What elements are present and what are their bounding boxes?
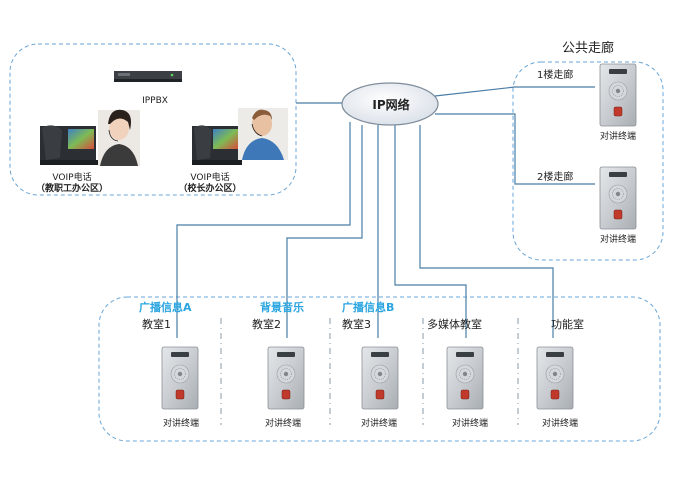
person-photo-2 — [238, 108, 288, 160]
room-2-broadcast: 背景音乐 — [260, 300, 304, 314]
wires — [176, 86, 595, 338]
room-5-name: 功能室 — [551, 317, 584, 331]
room-4-terminal-label: 对讲终端 — [452, 417, 488, 429]
voip-phone-2 — [192, 125, 242, 165]
room-1-terminal-label: 对讲终端 — [163, 417, 199, 429]
room-4-name: 多媒体教室 — [427, 317, 482, 331]
wire-corridor-2 — [435, 113, 595, 185]
wire-room-2 — [286, 125, 363, 338]
room-1-broadcast: 广播信息A — [139, 300, 192, 314]
room-separators — [220, 318, 519, 425]
room-2-terminal-label: 对讲终端 — [265, 417, 301, 429]
room-1-name: 教室1 — [142, 317, 171, 331]
room-3-terminal-label: 对讲终端 — [361, 417, 397, 429]
room-2-terminal — [267, 346, 305, 410]
room-3-name: 教室3 — [342, 317, 371, 331]
phone1-area: （教职工办公区） — [36, 182, 108, 194]
office-region — [9, 43, 297, 196]
room-4-terminal — [446, 346, 484, 410]
wire-room-4 — [394, 125, 467, 338]
room-5-terminal — [536, 346, 574, 410]
corridor-terminal-2 — [599, 166, 637, 230]
corridor-terminal-2-label: 对讲终端 — [600, 233, 636, 245]
phone2-caption: VOIP电话 — [190, 171, 229, 183]
corridor-terminal-1 — [599, 63, 637, 127]
phone2-area: （校长办公区） — [178, 182, 241, 194]
classroom-region — [98, 296, 661, 442]
corridor-terminal-1-label: 对讲终端 — [600, 130, 636, 142]
wire-room-1 — [176, 122, 351, 338]
room-1-terminal — [161, 346, 199, 410]
room-5-terminal-label: 对讲终端 — [542, 417, 578, 429]
corridor-floor2-label: 2楼走廊 — [537, 170, 573, 183]
room-3-terminal — [361, 346, 399, 410]
voip-phone-1 — [40, 125, 98, 165]
ip-network-label: IP网络 — [372, 97, 409, 112]
ippbx-server — [114, 71, 182, 82]
person-photo-1 — [98, 109, 140, 166]
ippbx-label: IPPBX — [142, 96, 168, 106]
wire-room-5 — [419, 125, 554, 338]
wire-corridor-1 — [434, 86, 595, 97]
room-3-broadcast: 广播信息B — [342, 300, 394, 314]
corridor-floor1-label: 1楼走廊 — [537, 68, 573, 81]
phone1-caption: VOIP电话 — [52, 171, 91, 183]
room-2-name: 教室2 — [252, 317, 281, 331]
corridor-region — [512, 61, 664, 261]
ip-network-cloud: IP网络 — [341, 82, 439, 126]
corridor-title: 公共走廊 — [562, 40, 614, 56]
